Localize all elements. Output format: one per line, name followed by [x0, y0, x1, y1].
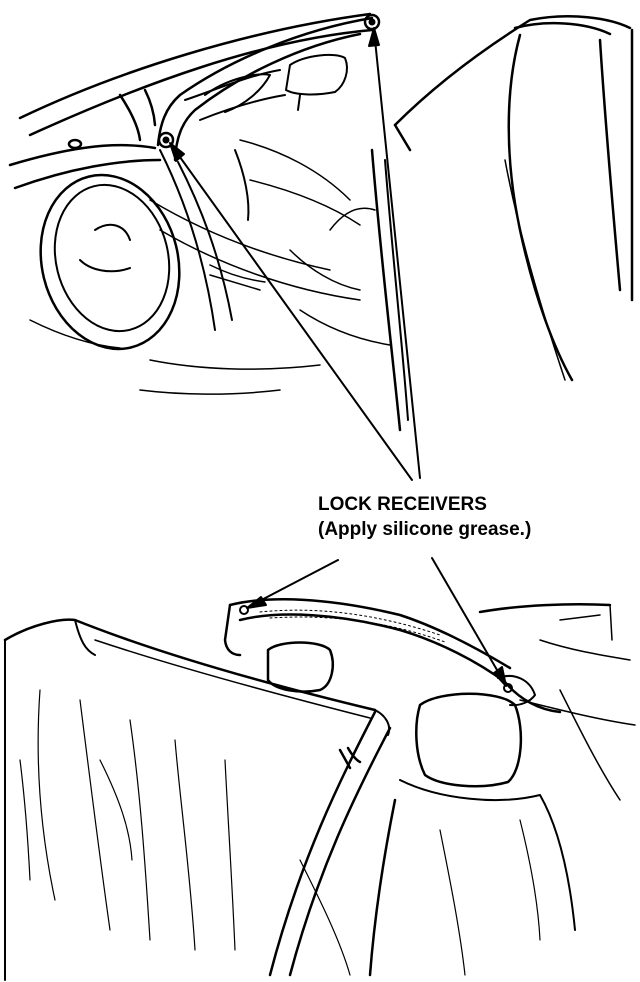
lock-receiver-icon	[497, 675, 536, 707]
a-pillar	[159, 69, 286, 331]
callout-label: LOCK RECEIVERS (Apply silicone grease.)	[318, 492, 531, 542]
pillar-edge	[268, 710, 392, 977]
arrow-icon	[169, 27, 421, 481]
roll-bar-texture	[259, 609, 446, 643]
lock-receiver-icon	[157, 131, 175, 149]
headrest	[266, 641, 523, 788]
rear-deck	[519, 604, 636, 801]
dashboard	[29, 139, 391, 395]
soft-top	[393, 15, 634, 382]
callout-title: LOCK RECEIVERS	[318, 494, 487, 515]
door-frame	[370, 148, 409, 432]
top-view	[8, 12, 634, 481]
windshield-header	[8, 12, 374, 190]
lock-receiver-icon	[239, 605, 249, 615]
bottom-view	[3, 557, 636, 981]
roll-bar	[223, 598, 612, 714]
lock-receiver-icon	[363, 13, 381, 31]
callout-note: (Apply silicone grease.)	[318, 519, 532, 540]
sun-visor	[204, 73, 271, 221]
steering-wheel	[39, 173, 181, 351]
arrow-icon	[246, 557, 507, 687]
seat-back	[299, 779, 576, 977]
soft-top-wrinkles	[19, 689, 236, 951]
rear-view-mirror	[285, 53, 348, 111]
